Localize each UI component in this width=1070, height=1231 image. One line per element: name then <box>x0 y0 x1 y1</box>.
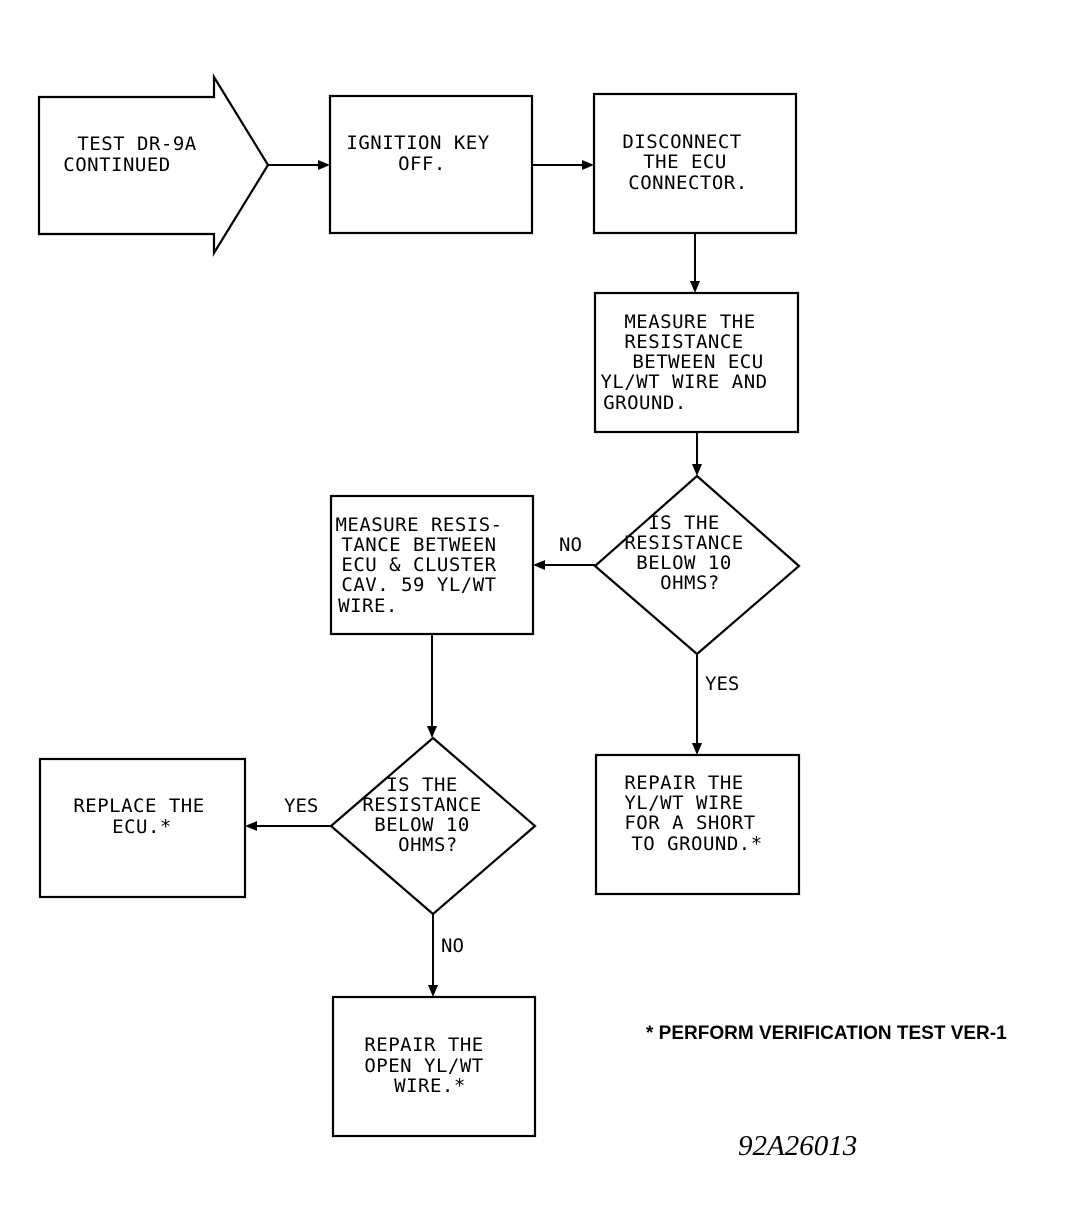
replace-ecu-label: REPLACE THE ECU.* <box>73 795 216 838</box>
start-label: TEST DR-9A CONTINUED <box>63 133 208 176</box>
arrowhead-icon <box>318 160 330 170</box>
decision-1-label: IS THE RESISTANCE BELOW 10 OHMS? <box>624 512 755 594</box>
repair-short-box <box>594 753 801 896</box>
decision-1-no-label: NO <box>559 534 582 556</box>
disconnect-ecu-label: DISCONNECT THE ECU CONNECTOR. <box>622 131 753 194</box>
arrowhead-icon <box>690 281 700 293</box>
arrowhead-icon <box>428 985 438 997</box>
arrowhead-icon <box>692 464 702 476</box>
measure-ground-box <box>593 291 800 434</box>
arrowhead-icon <box>692 743 702 755</box>
arrowhead-icon <box>533 560 545 570</box>
ignition-off-label: IGNITION KEY OFF. <box>346 132 501 175</box>
decision-2-label: IS THE RESISTANCE BELOW 10 OHMS? <box>362 774 493 856</box>
arrowhead-icon <box>427 726 437 738</box>
start-arrow-shape <box>37 73 270 257</box>
ignition-off-box <box>328 94 534 235</box>
repair-open-label: REPAIR THE OPEN YL/WT WIRE.* <box>364 1034 495 1097</box>
decision-2-no-label: NO <box>441 935 464 957</box>
verification-note: * PERFORM VERIFICATION TEST VER-1 <box>646 1023 1007 1044</box>
decision-2-yes-label: YES <box>284 795 318 817</box>
arrowhead-icon <box>245 821 257 831</box>
measure-ground-label: MEASURE THE RESISTANCE BETWEEN ECU YL/WT… <box>600 311 779 414</box>
replace-ecu-box <box>38 757 247 899</box>
figure-id: 92A26013 <box>738 1130 857 1162</box>
repair-open-box <box>331 995 537 1138</box>
arrowhead-icon <box>582 160 594 170</box>
repair-short-label: REPAIR THE YL/WT WIRE FOR A SHORT TO GRO… <box>624 772 767 855</box>
measure-cluster-label: MEASURE RESIS- TANCE BETWEEN ECU & CLUST… <box>335 514 514 617</box>
decision-1-yes-label: YES <box>705 673 739 695</box>
